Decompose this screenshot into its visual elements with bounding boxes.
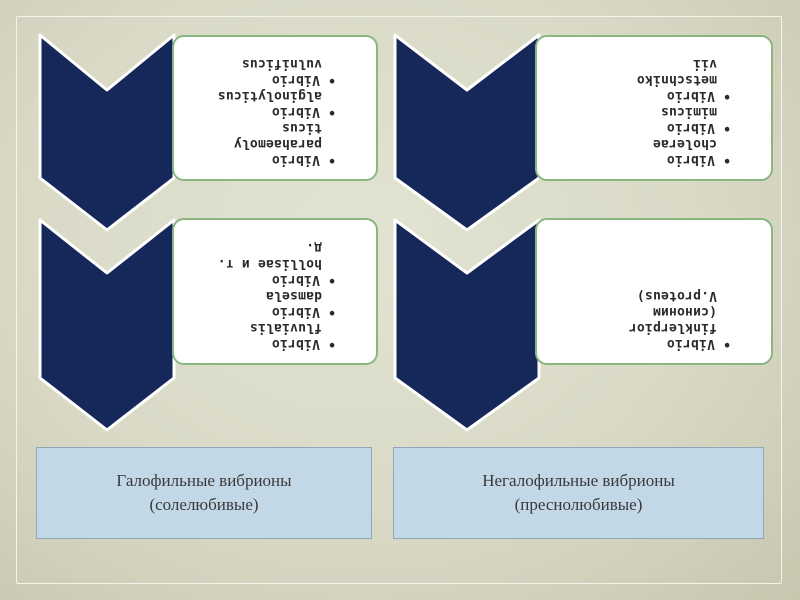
species-item: Vibrio alginolyticus bbox=[184, 87, 336, 119]
species-item: Vibrio parahaemoly ticus bbox=[184, 119, 336, 167]
non-halophilic-label: Негалофильные вибрионы (преснолюбивые) bbox=[393, 447, 764, 539]
right-bottom-card: Vibrio finklerpior (синоним V.proteus) bbox=[535, 218, 773, 365]
right-top-chevron bbox=[393, 33, 541, 232]
right-top-card: Vibrio cholerae Vibrio mimicus Vibrio me… bbox=[535, 35, 773, 181]
slide-frame bbox=[16, 16, 782, 584]
halophilic-label: Галофильные вибрионы (солелюбивые) bbox=[36, 447, 372, 539]
left-top-chevron bbox=[38, 33, 176, 232]
right-bottom-species-list: Vibrio finklerpior (синоним V.proteus) bbox=[547, 287, 731, 351]
species-item: Vibrio hollisae и т. д. bbox=[184, 239, 336, 287]
halophilic-label-line2: (солелюбивые) bbox=[149, 495, 259, 514]
halophilic-label-line1: Галофильные вибрионы bbox=[116, 471, 292, 490]
species-item: Vibrio damsela bbox=[184, 287, 336, 319]
species-item: Vibrio metschniko vii bbox=[547, 55, 731, 103]
species-item: Vibrio mimicus bbox=[547, 103, 731, 135]
species-item: Vibrio vulnificus bbox=[184, 55, 336, 87]
non-halophilic-label-line1: Негалофильные вибрионы bbox=[482, 471, 675, 490]
non-halophilic-label-line2: (преснолюбивые) bbox=[514, 495, 643, 514]
left-bottom-species-list: Vibrio fluvialis Vibrio damsela Vibrio h… bbox=[184, 239, 336, 351]
species-item: Vibrio cholerae bbox=[547, 135, 731, 167]
right-top-species-list: Vibrio cholerae Vibrio mimicus Vibrio me… bbox=[547, 55, 731, 167]
species-item: Vibrio finklerpior (синоним V.proteus) bbox=[547, 287, 731, 351]
species-item: Vibrio fluvialis bbox=[184, 319, 336, 351]
left-bottom-card: Vibrio fluvialis Vibrio damsela Vibrio h… bbox=[172, 218, 378, 365]
left-top-species-list: Vibrio parahaemoly ticus Vibrio alginoly… bbox=[184, 55, 336, 167]
left-bottom-chevron bbox=[38, 218, 176, 432]
right-bottom-chevron bbox=[393, 218, 541, 432]
left-top-card: Vibrio parahaemoly ticus Vibrio alginoly… bbox=[172, 35, 378, 181]
